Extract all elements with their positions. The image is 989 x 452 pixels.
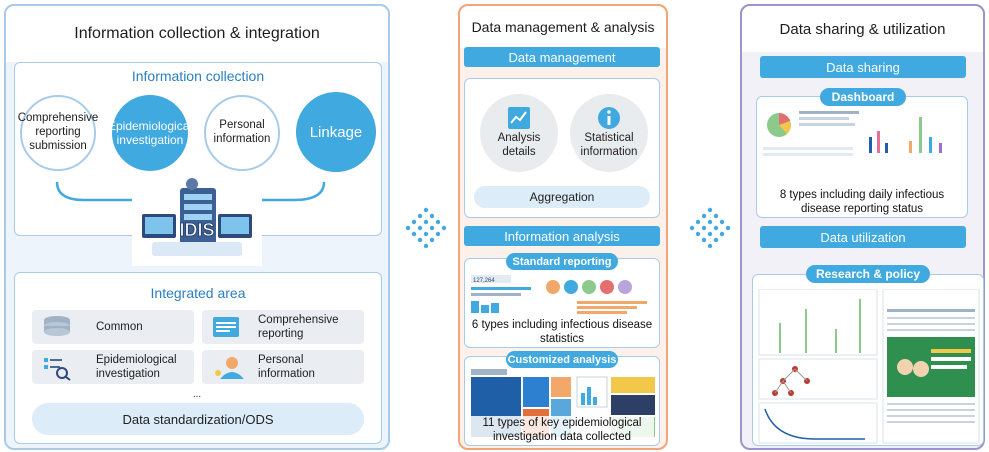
integrated-area-title: Integrated area: [150, 285, 246, 301]
idis-illustration: IDIS: [132, 176, 262, 266]
area-item-personal-label: Personal information: [258, 354, 315, 380]
circle-comprehensive-reporting: Comprehensive reporting submission: [17, 95, 99, 171]
research-policy-pill: Research & policy: [806, 265, 930, 283]
data-management-label: Data management: [464, 47, 660, 67]
area-item-personal: Personal information: [202, 350, 364, 384]
idis-server-icon: IDIS: [142, 178, 252, 256]
circle-linkage: Linkage: [296, 92, 376, 172]
customized-analysis-pill: Customized analysis: [506, 351, 618, 368]
person-icon: [215, 357, 244, 379]
standard-reporting-pill: Standard reporting: [506, 253, 618, 270]
sharing-utilization-title: Data sharing & utilization: [779, 20, 946, 38]
statistical-information-circle: Statistical information: [570, 94, 648, 172]
chart-document-icon: [508, 107, 530, 130]
data-utilization-label: Data utilization: [760, 226, 966, 248]
management-analysis-title: Data management & analysis: [471, 19, 655, 35]
dashboard-pill: Dashboard: [820, 88, 906, 106]
area-item-common-label: Common: [96, 321, 143, 333]
circle-personal-label: Personal information: [213, 119, 271, 145]
sharing-utilization-header: Data sharing & utilization: [740, 4, 985, 52]
aggregation-label: Aggregation: [529, 190, 595, 204]
research-policy-box: [752, 274, 984, 446]
customized-analysis-caption: 11 types of key epidemiological investig…: [470, 416, 654, 445]
report-window-icon: [213, 317, 239, 337]
area-item-epidemiological-label: Epidemiological investigation: [96, 354, 177, 380]
circle-epidemiological-investigation: Epidemiological investigation: [108, 95, 192, 171]
collection-integration-title: Information collection & integration: [74, 25, 320, 42]
research-policy-thumbnails: [758, 289, 980, 444]
standard-reporting-number: 127,264: [473, 278, 495, 284]
information-collection-title: Information collection: [131, 68, 265, 84]
info-icon: [598, 107, 620, 130]
standard-reporting-caption: 6 types including infectious disease sta…: [470, 318, 654, 347]
aggregation-bar: Aggregation: [474, 186, 650, 208]
area-item-common: Common: [32, 310, 194, 344]
area-item-comprehensive-reporting: Comprehensive reporting: [202, 310, 364, 344]
statistical-information-label: Statistical information: [580, 132, 638, 158]
chevron-right-arrow-2: [689, 207, 731, 249]
analysis-details-circle: Analysis details: [480, 94, 558, 172]
dashboard-caption: 8 types including daily infectious disea…: [762, 188, 962, 217]
chevron-right-arrow-1: [405, 207, 447, 249]
magnifier-list-icon: [44, 358, 71, 381]
area-item-comprehensive-label: Comprehensive reporting: [258, 314, 339, 340]
integrated-ellipsis: ...: [192, 388, 202, 400]
information-analysis-label: Information analysis: [464, 226, 660, 246]
analysis-details-label: Analysis details: [497, 132, 541, 158]
database-icon: [44, 316, 70, 336]
data-standardization-bar: Data standardization/ODS: [32, 403, 364, 435]
circle-comprehensive-reporting-label: Comprehensive reporting submission: [17, 112, 99, 152]
collection-integration-header: Information collection & integration: [4, 4, 390, 62]
idis-logo-text: IDIS: [179, 220, 214, 240]
circle-personal-information: Personal information: [204, 95, 280, 171]
standard-reporting-dashboard-thumbnail: 127,264: [471, 275, 647, 314]
data-sharing-label: Data sharing: [760, 56, 966, 78]
dashboard-thumbnail: [763, 111, 942, 156]
circle-linkage-label: Linkage: [309, 123, 363, 141]
circle-epidemiological-label: Epidemiological investigation: [107, 118, 193, 147]
management-analysis-header: Data management & analysis: [458, 4, 668, 48]
data-standardization-label: Data standardization/ODS: [122, 411, 274, 427]
area-item-epidemiological: Epidemiological investigation: [32, 350, 194, 384]
